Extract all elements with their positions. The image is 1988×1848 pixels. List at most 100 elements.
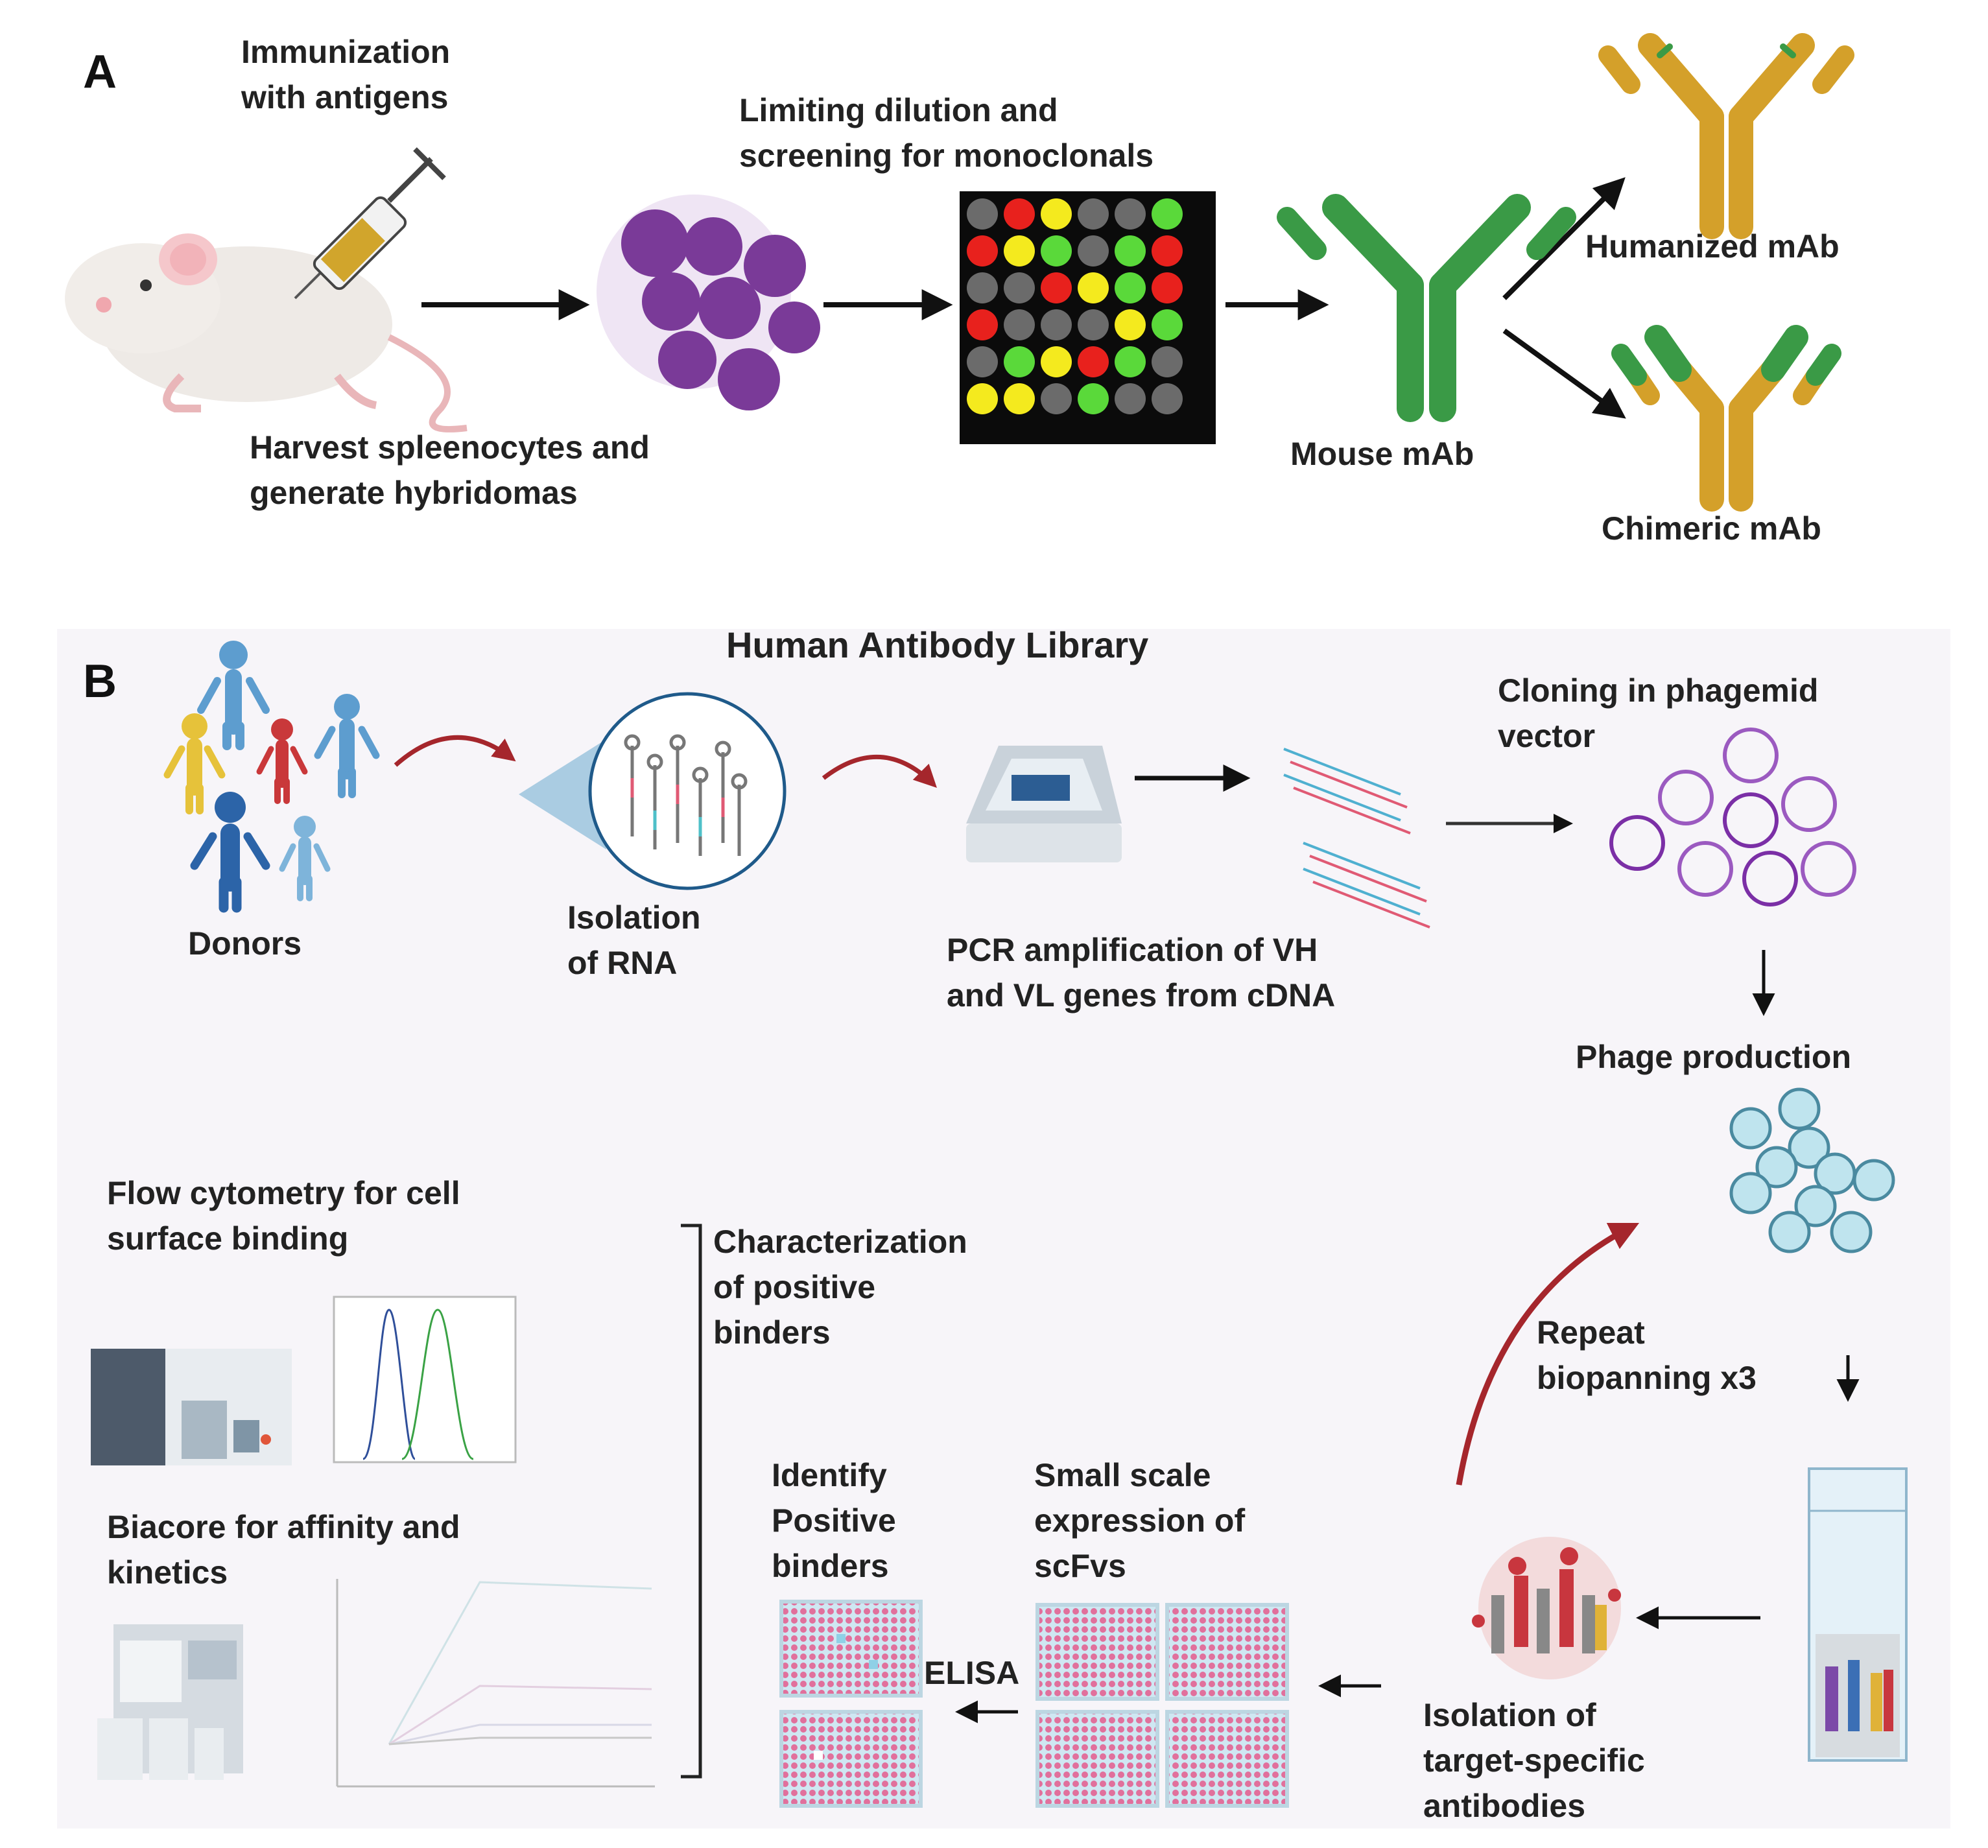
donors-label: Donors	[188, 925, 302, 962]
humanized-antibody-icon	[1598, 33, 1854, 239]
well-green	[1078, 383, 1109, 414]
hybridoma-cells	[597, 195, 820, 410]
well-green	[1004, 346, 1035, 377]
isolation-rna-line1: Isolation	[567, 899, 701, 936]
repeat-label-line2: biopanning x3	[1537, 1360, 1757, 1396]
well-gray	[967, 198, 998, 230]
phage-particles-icon	[1729, 1087, 1895, 1253]
well-green	[1115, 235, 1146, 267]
identify-line1: Identify	[772, 1457, 887, 1493]
small-scale-line1: Small scale	[1034, 1457, 1211, 1493]
harvest-label-line1: Harvest spleenocytes and	[250, 429, 650, 466]
well-gray	[1004, 272, 1035, 303]
well-red	[1078, 346, 1109, 377]
arrow-to-chimeric	[1502, 328, 1626, 419]
biacore-icon	[97, 1624, 243, 1780]
well-yellow	[967, 383, 998, 414]
mouse-illustration	[65, 233, 467, 432]
well-gray	[1041, 309, 1072, 340]
small-scale-line3: scFvs	[1034, 1548, 1126, 1584]
arrow-donors-to-rna	[394, 735, 516, 767]
well-red	[1152, 272, 1183, 303]
flow-cytometer-icon	[91, 1349, 292, 1465]
small-scale-line2: expression of	[1034, 1502, 1246, 1539]
pcr-label-line1: PCR amplification of VH	[947, 932, 1318, 968]
well-green	[1115, 272, 1146, 303]
biopanning-tube-icon	[1808, 1467, 1908, 1762]
rna-isolation-icon	[519, 692, 787, 890]
elisa-label: ELISA	[924, 1655, 1020, 1691]
well-gray	[1078, 198, 1109, 230]
syringe-icon	[294, 147, 446, 300]
identify-line3: binders	[772, 1548, 889, 1584]
flow-label-line1: Flow cytometry for cell	[107, 1175, 460, 1211]
well-yellow	[1078, 272, 1109, 303]
flow-histogram	[333, 1296, 517, 1463]
well-yellow	[1041, 346, 1072, 377]
identify-line2: Positive	[772, 1502, 896, 1539]
immunization-label-line1: Immunization	[241, 34, 451, 70]
well-yellow	[1004, 235, 1035, 267]
arrow-rna-to-pcr	[822, 754, 937, 788]
well-yellow	[1115, 309, 1146, 340]
panel-b-letter: B	[83, 656, 117, 707]
limiting-label-line1: Limiting dilution and	[739, 92, 1058, 128]
chimeric-mab-label: Chimeric mAb	[1602, 510, 1821, 547]
harvest-label-line2: generate hybridomas	[250, 475, 578, 511]
arrow-repeat-biopanning	[1456, 1222, 1640, 1486]
isolation-rna-line2: of RNA	[567, 945, 678, 981]
characterization-bracket	[681, 1224, 702, 1779]
biacore-label-line2: kinetics	[107, 1554, 228, 1591]
well-gray	[967, 272, 998, 303]
sensorgram-plot	[336, 1579, 655, 1788]
well-green	[1152, 198, 1183, 230]
well-yellow	[1004, 383, 1035, 414]
well-yellow	[1041, 198, 1072, 230]
well-red	[967, 309, 998, 340]
flow-label-line2: surface binding	[107, 1220, 349, 1257]
biacore-label-line1: Biacore for affinity and	[107, 1509, 460, 1545]
well-gray	[1078, 235, 1109, 267]
well-green	[1041, 235, 1072, 267]
donors-people-icons	[163, 641, 380, 913]
pcr-label-line2: and VL genes from cDNA	[947, 977, 1336, 1013]
well-gray	[1115, 383, 1146, 414]
chimeric-antibody-icon	[1611, 325, 1841, 512]
cloning-label-line1: Cloning in phagemid	[1498, 672, 1819, 709]
well-red	[1041, 272, 1072, 303]
arrow-to-humanized	[1502, 177, 1626, 300]
target-antibodies-icon	[1472, 1537, 1621, 1679]
well-red	[1152, 235, 1183, 267]
well-gray	[1152, 383, 1183, 414]
isolation-target-line3: antibodies	[1423, 1788, 1586, 1824]
screening-wells	[967, 198, 1183, 414]
well-gray	[1041, 383, 1072, 414]
well-gray	[1115, 198, 1146, 230]
phagemid-vectors-icon	[1609, 728, 1856, 906]
well-gray	[1078, 309, 1109, 340]
cloning-label-line2: vector	[1498, 718, 1596, 754]
isolation-target-line1: Isolation of	[1423, 1697, 1596, 1733]
gene-strands-icon	[1283, 748, 1430, 929]
mouse-antibody-icon	[1277, 194, 1576, 422]
characterization-line2: of positive	[713, 1269, 876, 1305]
repeat-label-line1: Repeat	[1537, 1314, 1645, 1351]
elisa-plates	[779, 1600, 923, 1808]
humanized-mab-label: Humanized mAb	[1585, 228, 1840, 265]
isolation-target-line2: target-specific	[1423, 1742, 1645, 1779]
well-gray	[1152, 346, 1183, 377]
well-red	[1004, 198, 1035, 230]
pcr-machine-icon	[966, 746, 1122, 862]
limiting-label-line2: screening for monoclonals	[739, 137, 1154, 174]
well-green	[1115, 346, 1146, 377]
phage-production-label: Phage production	[1576, 1039, 1851, 1075]
well-gray	[1004, 309, 1035, 340]
well-gray	[967, 346, 998, 377]
well-green	[1152, 309, 1183, 340]
well-red	[967, 235, 998, 267]
panel-a-letter: A	[83, 46, 117, 98]
mouse-mab-label: Mouse mAb	[1290, 436, 1474, 472]
immunization-label-line2: with antigens	[241, 79, 449, 115]
panel-b-title: Human Antibody Library	[726, 624, 1149, 665]
characterization-line1: Characterization	[713, 1224, 967, 1260]
